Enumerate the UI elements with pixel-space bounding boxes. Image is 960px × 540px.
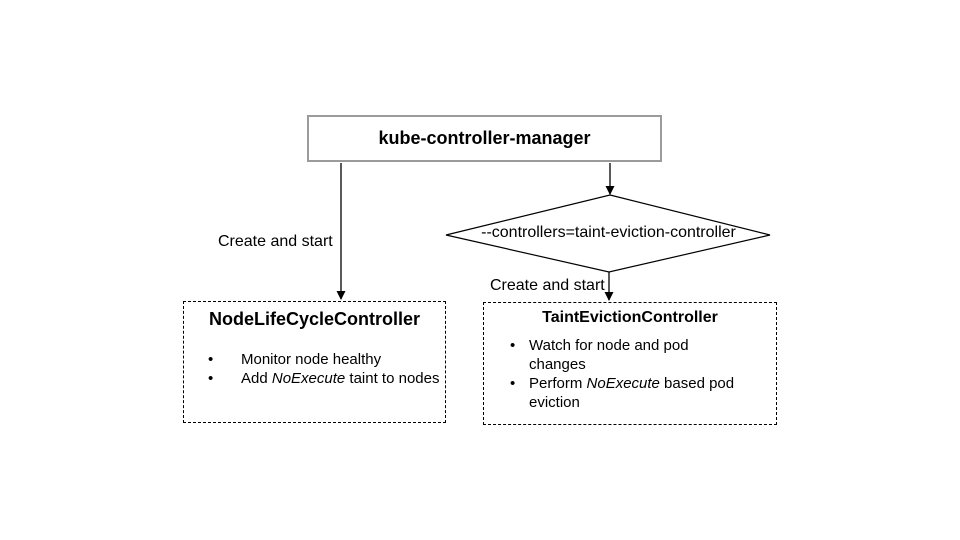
- bullet-text: Add: [241, 370, 272, 387]
- bullet-text: based pod eviction: [529, 375, 735, 411]
- nodelifecycle-bullet-list: Monitor node healthy Add NoExecute taint…: [206, 350, 445, 388]
- bullet-text: Perform: [529, 375, 587, 392]
- nodelifecycle-controller-title: NodeLifeCycleController: [208, 309, 421, 329]
- kube-controller-manager-box: kube-controller-manager: [307, 115, 662, 162]
- tainteviction-bullet-list: Watch for node and pod changes Perform N…: [508, 336, 776, 412]
- bullet-item: Perform NoExecute based pod eviction: [508, 374, 749, 412]
- bullet-item: Watch for node and pod changes: [508, 336, 749, 374]
- bullet-item: Monitor node healthy: [206, 350, 445, 369]
- bullet-text: Monitor node healthy: [241, 351, 382, 368]
- bullet-item: Add NoExecute taint to nodes: [206, 369, 445, 388]
- edge-label-create-and-start-left: Create and start: [218, 233, 333, 250]
- tainteviction-controller-title: TaintEvictionController: [542, 309, 718, 326]
- decision-condition-label: --controllers=taint-eviction-controller: [481, 224, 736, 241]
- kube-controller-manager-label: kube-controller-manager: [378, 128, 591, 148]
- bullet-text: taint to nodes: [345, 370, 440, 387]
- tainteviction-controller-box: TaintEvictionController Watch for node a…: [483, 302, 777, 425]
- decision-diamond-shape: [445, 194, 771, 273]
- nodelifecycle-controller-box: NodeLifeCycleController Monitor node hea…: [183, 301, 446, 423]
- edge-label-create-and-start-right: Create and start: [490, 277, 605, 294]
- bullet-text-italic: NoExecute: [586, 375, 660, 392]
- bullet-text: Watch for node and pod changes: [529, 337, 689, 373]
- bullet-text-italic: NoExecute: [271, 370, 346, 387]
